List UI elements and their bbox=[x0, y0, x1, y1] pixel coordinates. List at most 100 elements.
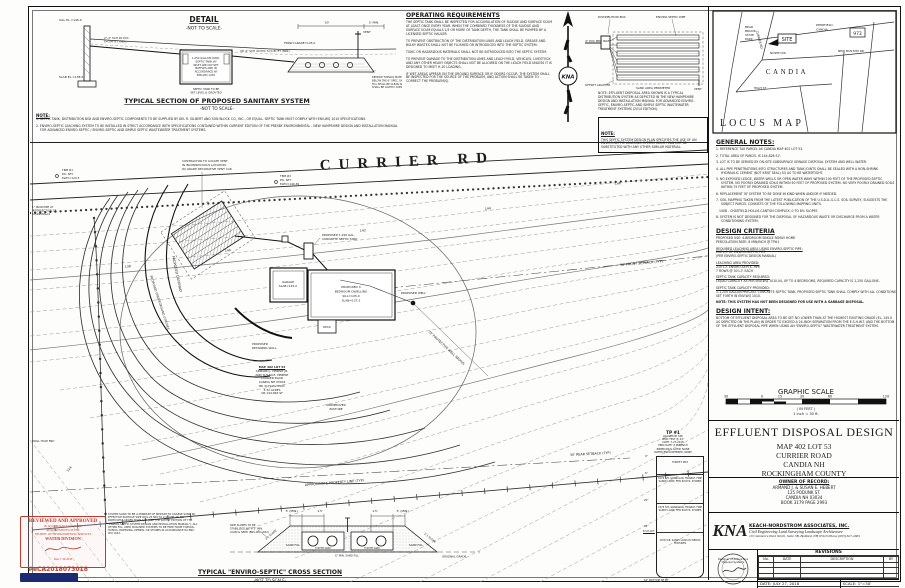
sill-elev-label: SILL EL.=146.9 bbox=[59, 18, 82, 22]
svg-text:124: 124 bbox=[66, 465, 73, 472]
cross-section-title-wrap: TYPICAL "ENVIRO-SEPTIC" CROSS SECTION -N… bbox=[150, 559, 390, 583]
bed-vent-label: VENT bbox=[694, 87, 702, 91]
pipe-left-slope-label: S=1/4"/FT (MIN.) bbox=[104, 40, 127, 44]
design-intent-text: BOTTOM OF EFFLUENT DISPOSAL AREA TO BE S… bbox=[716, 316, 895, 329]
column-divider bbox=[708, 6, 709, 580]
operating-requirements: OPERATING REQUIREMENTS THE SEPTIC TANK S… bbox=[406, 12, 553, 84]
graphic-scale-title: GRAPHIC SCALE bbox=[778, 388, 834, 396]
dimension-lines bbox=[289, 514, 406, 532]
firm-address: 10 Commerce Park North, Suite 3B, Bedfor… bbox=[749, 534, 861, 538]
cross-section-drawing: 5' (MIN.) 1.5' 1.5' 5' (MIN.) 2:1 SLOPE … bbox=[230, 509, 480, 559]
cross-section-title: TYPICAL "ENVIRO-SEPTIC" CROSS SECTION bbox=[197, 569, 343, 576]
drawing-title: EFFLUENT DISPOSAL DESIGN bbox=[714, 425, 894, 439]
tp-layer-1: FOREST MAT bbox=[657, 457, 703, 475]
site-plan: CURRIER RD 1 bbox=[30, 149, 708, 582]
svg-text:60: 60 bbox=[828, 395, 832, 399]
svg-text:SHALL BE LIGHTLY COMPACTED.: SHALL BE LIGHTLY COMPACTED. bbox=[372, 85, 402, 89]
septic-tank bbox=[303, 242, 314, 260]
operating-par-2: TO PREVENT OBSTRUCTION OF THE DISTRIBUTI… bbox=[406, 38, 546, 47]
svg-text:INLET AND OUTLET: INLET AND OUTLET bbox=[194, 63, 219, 67]
owner-heading: OWNER OF RECORD: bbox=[778, 480, 830, 485]
revisions-table: No. DATE DESCRIPTION BY bbox=[758, 556, 899, 580]
owner-line-1: ARMAND J. & SUSAN E. HEBERT bbox=[772, 485, 836, 490]
svg-text:SLAB=137.5: SLAB=137.5 bbox=[342, 299, 361, 303]
driveway-label: PROPOSED DRIVEWAY bbox=[171, 255, 183, 293]
svg-text:SEPTIC TANK W/: SEPTIC TANK W/ bbox=[196, 59, 217, 63]
slope-stabilize-note: SIDE SLOPES TO BE STABILIZED WITH 3" MIN… bbox=[230, 523, 269, 534]
site-marker: SITE bbox=[768, 33, 797, 46]
detail-section-drawing: DETAIL -NOT TO SCALE- SILL EL.=146.9 SLA… bbox=[59, 15, 402, 111]
front-setback-line bbox=[369, 255, 708, 291]
sheet-border bbox=[28, 6, 901, 582]
svg-text:BEDROOM DWELLING: BEDROOM DWELLING bbox=[335, 290, 368, 294]
front-setback-label: 50' FRONT SETBACK (TYP) bbox=[620, 259, 663, 267]
septic-tank-label: 1,250 GALLON CONC. SEPTIC TANK W/ INLET … bbox=[192, 56, 220, 77]
bed-plan-diagram: DISTRIBUTION BOX ENVIRO-SEPTIC PIPE 4" P… bbox=[585, 15, 704, 91]
stamp-date: Date 7-30-2018 bbox=[53, 557, 73, 561]
garage-label-1: GARAGE bbox=[282, 280, 294, 284]
dc-tank-req-heading: SEPTIC TANK CAPACITY REQUIRED: bbox=[716, 275, 770, 280]
scale-bar bbox=[725, 398, 887, 405]
operating-title: OPERATING REQUIREMENTS bbox=[406, 12, 500, 19]
svg-text:0: 0 bbox=[761, 395, 763, 399]
locus-roads bbox=[721, 11, 895, 133]
detail-note-2: 2. ENVIRO-SEPTIC LEACHING SYSTEM TO BE I… bbox=[36, 123, 398, 132]
detail-title: DETAIL bbox=[189, 15, 218, 24]
svg-text:FILL SHALL BE CLEAN AND: FILL SHALL BE CLEAN AND bbox=[372, 82, 402, 86]
owner-of-record: OWNER OF RECORD: ARMAND J. & SUSAN E. HE… bbox=[709, 477, 899, 512]
drawing-subtitle-3: CANDIA NH bbox=[783, 460, 825, 469]
svg-text:PROPOSED 4: PROPOSED 4 bbox=[341, 285, 360, 289]
svg-text:BELOW THE 6" SPEC. SAND.: BELOW THE 6" SPEC. SAND. bbox=[372, 78, 402, 82]
dim-5min-label: 5' MIN. bbox=[369, 21, 379, 25]
revisions-and-stamp: Designer of Subsurface Disposal Systems … bbox=[709, 549, 899, 588]
septic-tank-label: PROPOSED 1,250 GAL. CONCRETE SEPTIC TANK bbox=[322, 233, 357, 241]
svg-text:LOAM & SEED (ENV-WQ 1022): LOAM & SEED (ENV-WQ 1022) bbox=[230, 530, 269, 534]
svg-text:BAFFLES AND IN: BAFFLES AND IN bbox=[195, 66, 216, 70]
operating-par-3: TOXIC OR HAZARDOUS MATERIALS SHALL NOT B… bbox=[406, 49, 548, 54]
road-name-label: CURRIER RD bbox=[319, 150, 495, 174]
north-arrow-icon: KNA bbox=[558, 11, 578, 122]
firm-logo: KNA bbox=[712, 521, 748, 540]
approval-stamp: REVIEWED AND APPROVED IN ACCORDANCE WITH… bbox=[20, 516, 106, 568]
svg-text:5' (MIN.): 5' (MIN.) bbox=[397, 509, 410, 513]
house-label: PROPOSED 4 BEDROOM DWELLING SILL=145.0 S… bbox=[335, 285, 368, 303]
retaining-wall-label-1: PROPOSED bbox=[252, 342, 269, 346]
general-note-1: 1. REFERENCE TAX PARCEL AS CANDIA MAP 40… bbox=[716, 147, 804, 151]
svg-text:TBM #2: TBM #2 bbox=[279, 174, 291, 178]
graphic-scale: GRAPHIC SCALE 30 0 15 30 60 120 ( IN FEE… bbox=[724, 388, 889, 416]
stamp-line-5: WATER DIVISION bbox=[45, 536, 81, 541]
stamp-line-3: REQUIREMENTS OF THE bbox=[46, 528, 80, 532]
svg-text:142: 142 bbox=[360, 228, 367, 233]
vent-label: VENT bbox=[363, 30, 371, 34]
dc-garbage-note: NOTE: THIS SYSTEM HAS NOT BEEN DESIGNED … bbox=[716, 300, 865, 305]
svg-text:1.5': 1.5' bbox=[317, 509, 323, 513]
svg-text:30: 30 bbox=[724, 395, 728, 399]
section-scale: -NOT TO SCALE- bbox=[200, 106, 234, 111]
svg-text:BEAR: BEAR bbox=[745, 25, 753, 29]
enviro-pipe-label: ENVIRO-SEPTIC PIPE bbox=[656, 15, 686, 19]
route-badge-label: 973 bbox=[853, 31, 862, 37]
svg-text:REMOVE TOPSOIL MATERIAL: REMOVE TOPSOIL MATERIAL bbox=[372, 75, 402, 79]
firm-block: KNA KEACH-NORDSTROM ASSOCIATES, INC. Civ… bbox=[709, 512, 899, 549]
owner-line-2: 125 PODUNK ST. bbox=[787, 490, 821, 495]
stamp-line-2: IN ACCORDANCE WITH THE bbox=[43, 524, 83, 528]
svg-text:NEW BOSTON RD: NEW BOSTON RD bbox=[838, 49, 865, 53]
svg-text:146: 146 bbox=[615, 181, 622, 186]
dc-use: PROPOSED USE: 4-BEDROOM SINGLE FAMILY HO… bbox=[716, 236, 796, 241]
tank-note-label: SEPTIC TANK TO BE bbox=[193, 87, 220, 91]
iron-pipe-note: 1" IRON PIPE AT INTERSECTION OF STONEWAL… bbox=[32, 205, 57, 216]
svg-text:1.5': 1.5' bbox=[372, 509, 378, 513]
design-intent-title: DESIGN INTENT: bbox=[716, 308, 771, 316]
stone-wall-line bbox=[30, 175, 708, 215]
general-note-7: 7. SOIL MAPPING TAKEN FROM THE LATEST PU… bbox=[716, 198, 888, 207]
locus-map: SITE BEAR BROOK STATE PARK DEERFIELD CAN… bbox=[712, 10, 897, 134]
deck-label: DECK bbox=[323, 325, 331, 329]
enviro-pipes bbox=[616, 34, 700, 81]
system-sand-left-label: SYSTEM SAND bbox=[315, 547, 331, 550]
tp-depth-34: 34" bbox=[644, 524, 649, 528]
svg-text:TBM #1: TBM #1 bbox=[61, 168, 73, 172]
index-contours bbox=[30, 203, 708, 461]
tp-info: LOGGED BY KPC PERC TEST @ 24" DATE: 7-27… bbox=[654, 435, 692, 454]
leach-bed bbox=[160, 190, 256, 280]
